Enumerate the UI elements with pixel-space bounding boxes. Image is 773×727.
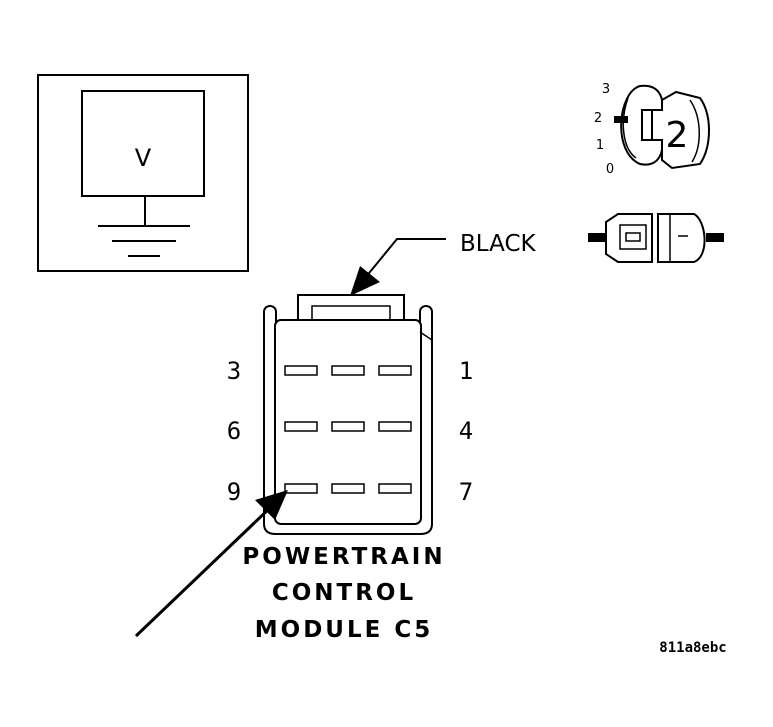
meter-label: V <box>135 144 152 172</box>
pin-label-7: 7 <box>459 478 473 506</box>
connector-pair-icon <box>588 213 724 263</box>
callout-arrowhead <box>350 266 380 296</box>
pin-cavity <box>284 421 318 432</box>
pin-label-9: 9 <box>227 478 241 506</box>
pcm-connector-c5: 3 6 9 1 4 7 <box>227 294 473 535</box>
pin-cavity <box>378 365 412 376</box>
pin-cavity <box>284 365 318 376</box>
probe-arrow <box>134 490 288 638</box>
meter-frame <box>37 74 249 272</box>
pin-cavity <box>331 483 365 494</box>
pin-cavity <box>378 421 412 432</box>
pin-cavity <box>284 483 318 494</box>
key-position-1: 1 <box>596 138 604 153</box>
key-number: 2 <box>666 115 689 156</box>
module-title-line-3: MODULE C5 <box>255 617 433 643</box>
voltmeter-symbol: V <box>37 74 249 272</box>
module-title-line-1: POWERTRAIN <box>242 544 445 570</box>
probe-arrowhead <box>255 490 288 520</box>
pin-cavity <box>331 421 365 432</box>
wire-color-label: BLACK <box>460 231 537 257</box>
pin-label-1: 1 <box>459 357 473 385</box>
pin-cavity <box>378 483 412 494</box>
wire-color-callout: BLACK <box>350 231 537 296</box>
module-title-line-2: CONTROL <box>272 580 416 606</box>
pin-label-4: 4 <box>459 417 473 445</box>
key-position-2: 2 <box>594 111 602 126</box>
pin-cavities <box>284 365 412 494</box>
pin-label-6: 6 <box>227 417 241 445</box>
ignition-key-icon: 3 2 1 0 2 <box>594 82 710 177</box>
ground-icon <box>98 196 190 257</box>
key-position-3: 3 <box>602 82 610 97</box>
meter-box <box>81 90 205 197</box>
module-title: POWERTRAIN CONTROL MODULE C5 <box>242 544 445 643</box>
pin-label-3: 3 <box>227 357 241 385</box>
pin-cavity <box>331 365 365 376</box>
key-position-0: 0 <box>606 162 614 177</box>
figure-code: 811a8ebc <box>659 640 726 656</box>
